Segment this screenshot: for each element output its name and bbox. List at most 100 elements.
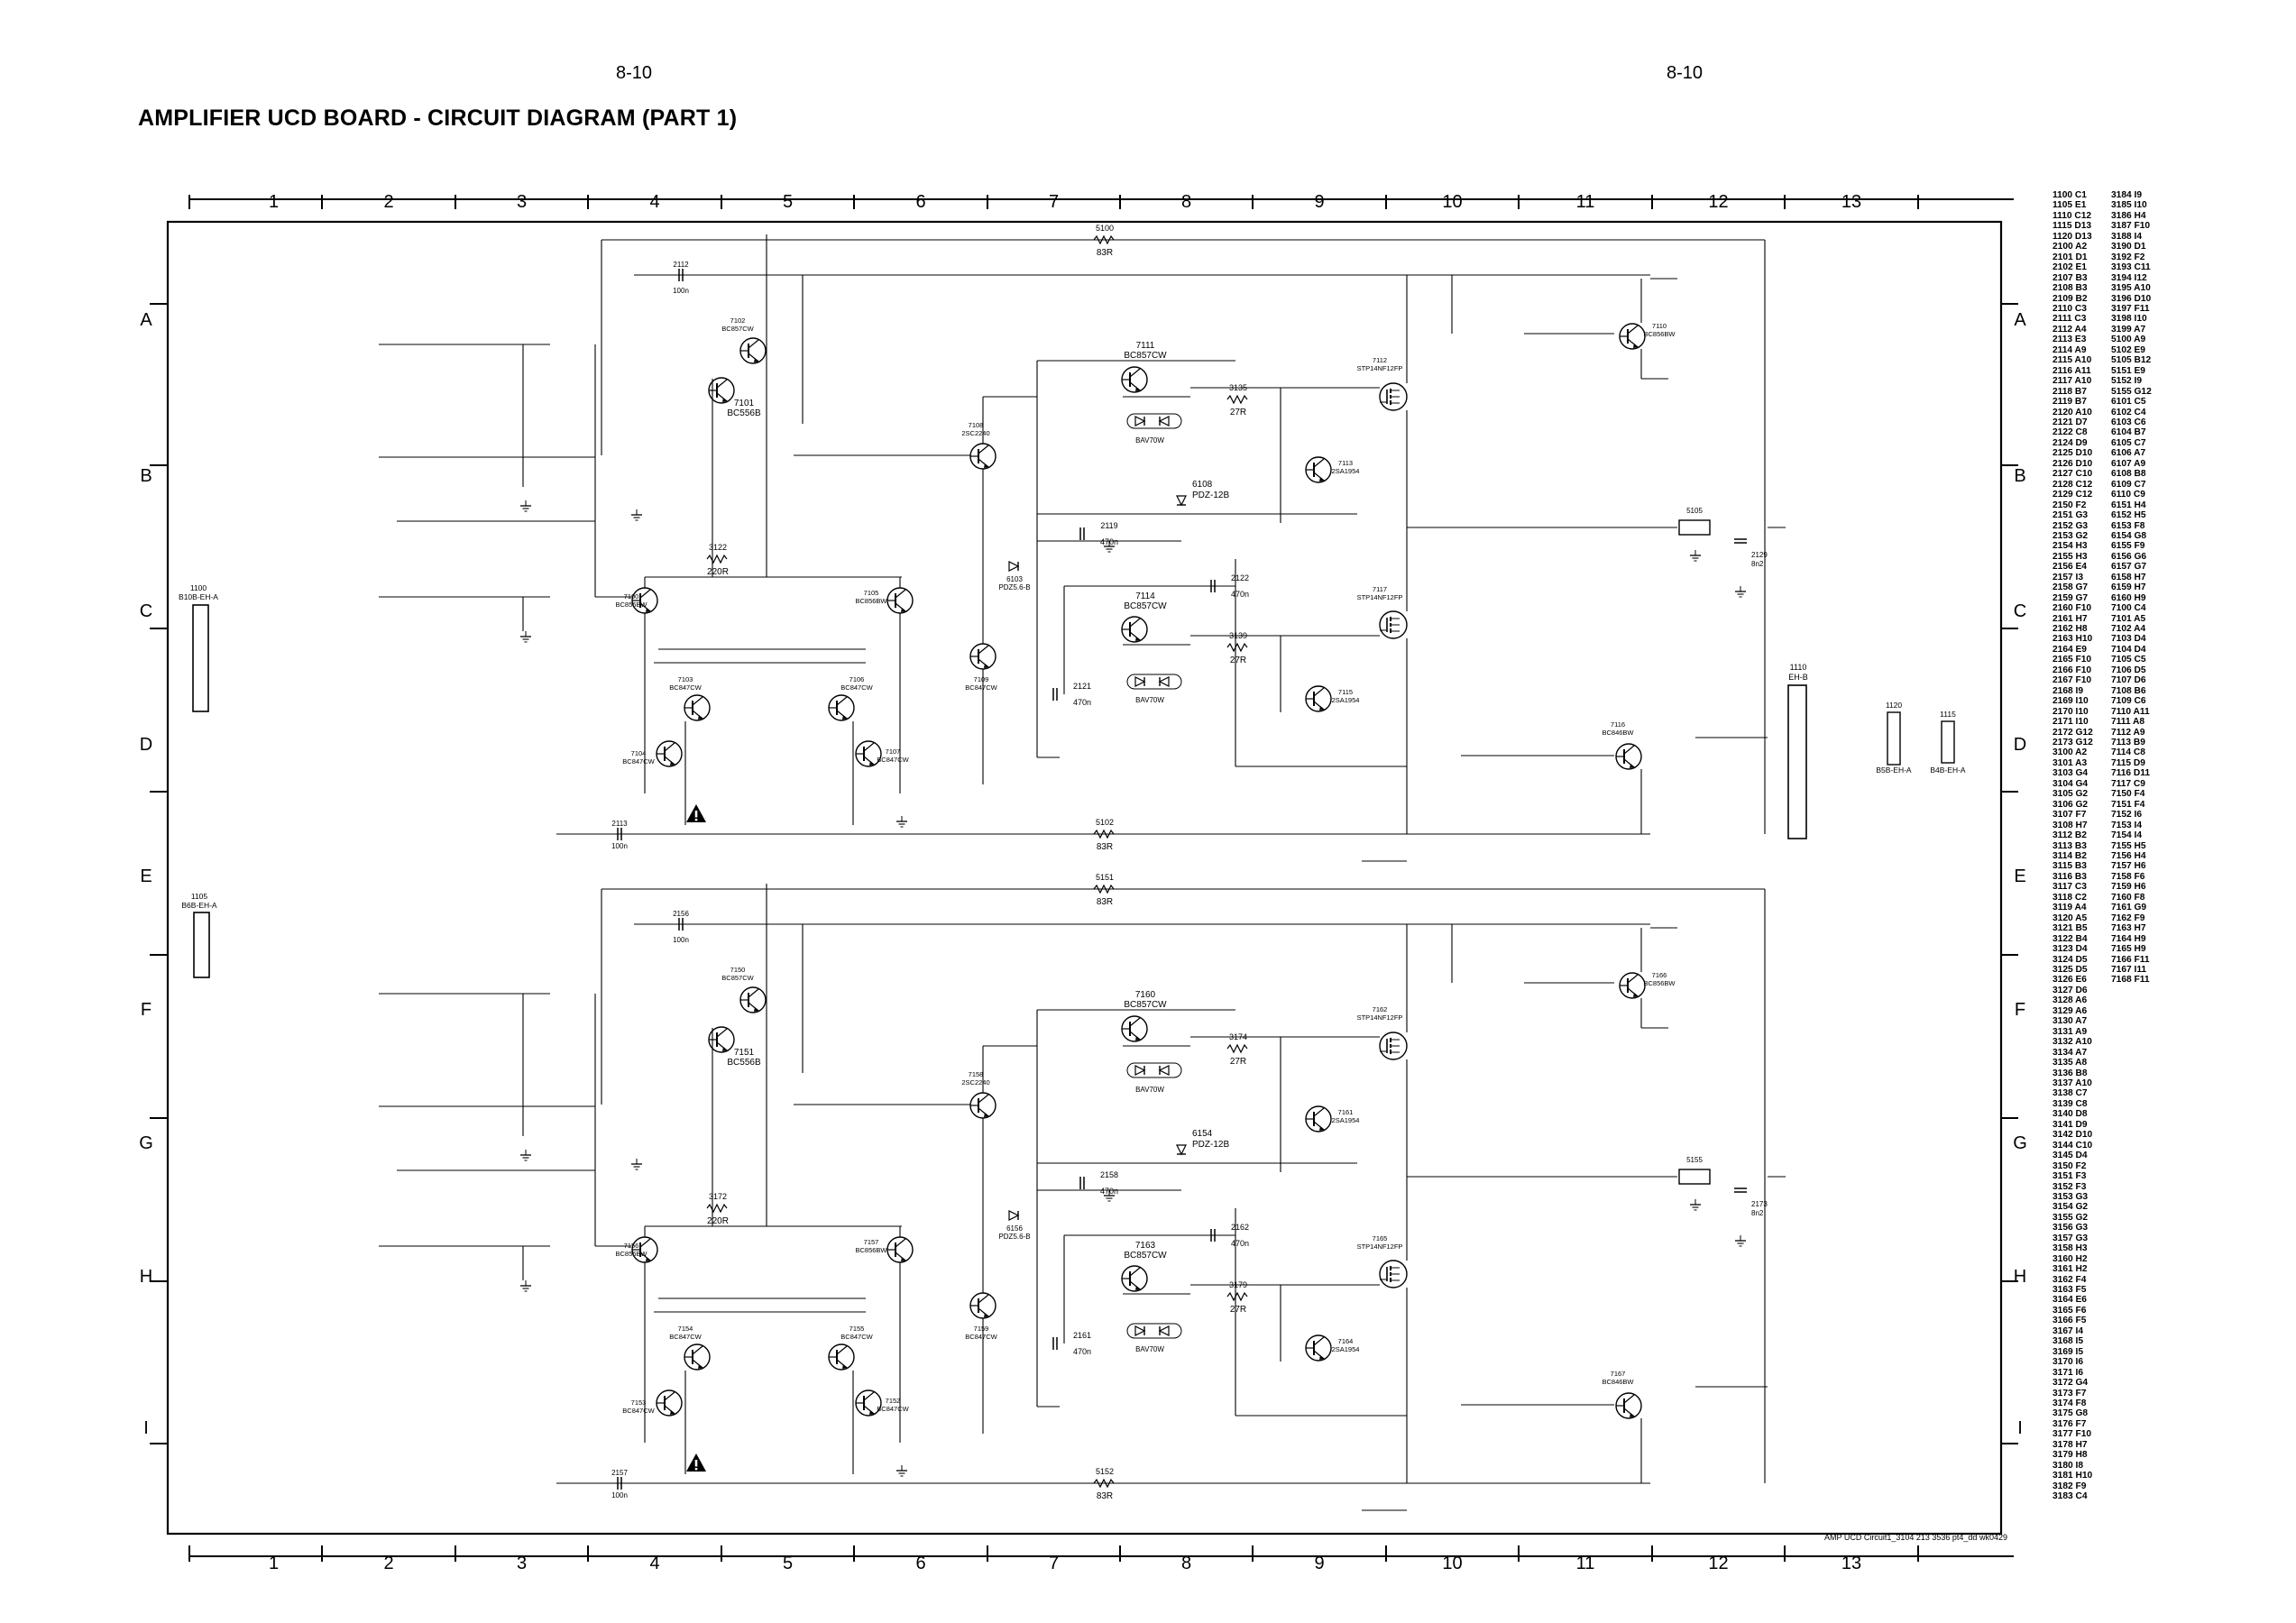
transistor-type-7158: 2SC2240 — [961, 1078, 989, 1087]
grid-column-label-8: 8 — [1181, 192, 1191, 212]
transistor-id-7108: 7108 — [969, 421, 984, 429]
resistor-id-5102: 5102 — [1096, 818, 1114, 827]
transistor-type-7156: BC856BW — [615, 1250, 647, 1258]
grid-column-label-7: 7 — [1049, 192, 1059, 212]
resistor-id-3172: 3172 — [709, 1192, 727, 1201]
transistor-type-7167: BC846BW — [1602, 1378, 1634, 1386]
page-number-right: 8-10 — [1667, 63, 1704, 83]
coil-id: 5155 — [1686, 1156, 1703, 1164]
transistor-id-7154: 7154 — [678, 1325, 693, 1333]
component-index-column-1: 1100 C1 1105 E1 1110 C12 1115 D13 1120 D… — [2053, 190, 2093, 1502]
transistor-7164 — [1305, 1334, 1332, 1362]
connector-1115-type: B4B-EH-A — [1930, 766, 1966, 775]
transistor-type-7101: BC556B — [727, 408, 761, 418]
dual-diode-type-a: BAV70W — [1135, 1086, 1164, 1094]
component-index-column-2: 3184 I9 3185 I10 3186 H4 3187 F10 3188 I… — [2111, 190, 2152, 986]
transistor-type-7108: 2SC2240 — [961, 429, 989, 437]
grid-column-label-bottom-5: 5 — [783, 1554, 793, 1573]
transistor-type-7117: STP14NF12FP — [1357, 593, 1403, 601]
capacitor-value-2121: 470n — [1073, 698, 1091, 707]
resistor-id-3122: 3122 — [709, 543, 727, 552]
transistor-type-7110: BC856BW — [1643, 330, 1676, 338]
connector-1110-id: 1110 — [1790, 663, 1807, 672]
transistor-id-7166: 7166 — [1652, 971, 1667, 979]
transistor-7102 — [739, 337, 767, 364]
grid-column-label-11: 11 — [1576, 192, 1595, 212]
connector-1100-id: 1100 — [190, 583, 207, 592]
cap-top-val: 100n — [673, 287, 689, 295]
grid-row-label-right-H: H — [2014, 1267, 2026, 1287]
grid-column-label-bottom-7: 7 — [1049, 1554, 1059, 1573]
grid-row-label-F: F — [141, 1000, 152, 1020]
transistor-id-7164: 7164 — [1338, 1337, 1354, 1345]
transistor-id-7153: 7153 — [631, 1398, 647, 1407]
transistor-type-7163: BC857CW — [1124, 1251, 1167, 1261]
transistor-id-7157: 7157 — [864, 1238, 879, 1246]
grid-column-label-bottom-4: 4 — [649, 1554, 659, 1573]
grid-row-label-right-D: D — [2014, 735, 2026, 755]
transistor-type-7151: BC556B — [727, 1058, 761, 1068]
dual-diode-type-b: BAV70W — [1135, 1345, 1164, 1353]
transistor-type-7116: BC846BW — [1602, 729, 1634, 737]
transistor-7162 — [1379, 1032, 1408, 1060]
capacitor-id-2161: 2161 — [1073, 1331, 1091, 1340]
resistor-value-5100: 83R — [1097, 248, 1113, 258]
capacitor-id-2162: 2162 — [1231, 1223, 1249, 1232]
cap-bottom-val: 100n — [611, 1491, 628, 1499]
transistor-type-7164: 2SA1954 — [1332, 1345, 1360, 1353]
transistor-type-7103: BC847CW — [669, 683, 702, 692]
resistor-id-5152: 5152 — [1096, 1467, 1114, 1476]
transistor-7153 — [656, 1389, 683, 1417]
dual-diode-type-a: BAV70W — [1135, 436, 1164, 445]
grid-row-label-right-I: I — [2017, 1418, 2023, 1438]
grid-column-label-bottom-13: 13 — [1841, 1554, 1861, 1573]
resistor-id-5151: 5151 — [1096, 873, 1114, 882]
transistor-type-7113: 2SA1954 — [1332, 467, 1360, 475]
transistor-7165 — [1379, 1260, 1408, 1288]
grid-row-label-A: A — [140, 310, 152, 330]
transistor-type-7160: BC857CW — [1124, 1000, 1167, 1010]
grid-column-label-bottom-2: 2 — [383, 1554, 393, 1573]
transistor-type-7111: BC857CW — [1124, 351, 1167, 361]
zener-small-type: PDZ5.6-B — [998, 583, 1030, 591]
grid-frame — [166, 198, 2014, 1557]
resistor-value-3172: 220R — [707, 1216, 729, 1226]
transistor-7113 — [1305, 456, 1332, 483]
transistor-type-7114: BC857CW — [1124, 601, 1167, 611]
zener-id: 6154 — [1192, 1129, 1213, 1139]
zener-type: PDZ-12B — [1192, 1140, 1229, 1150]
resistor-value-3179: 27R — [1230, 1305, 1246, 1315]
resistor-value-3135: 27R — [1230, 408, 1246, 417]
transistor-7103 — [684, 694, 711, 721]
transistor-7157 — [886, 1236, 914, 1263]
transistor-7108 — [969, 443, 996, 470]
resistor-id-5100: 5100 — [1096, 224, 1114, 233]
connector-1105-type: B6B-EH-A — [181, 901, 217, 910]
grid-column-label-bottom-12: 12 — [1708, 1554, 1728, 1573]
transistor-7114 — [1121, 616, 1148, 643]
grid-row-label-H: H — [140, 1267, 152, 1287]
transistor-7150 — [739, 986, 767, 1013]
transistor-id-7161: 7161 — [1338, 1108, 1354, 1116]
grid-column-label-13: 13 — [1841, 192, 1861, 212]
transistor-7160 — [1121, 1015, 1148, 1042]
transistor-type-7165: STP14NF12FP — [1357, 1242, 1403, 1251]
transistor-type-7100: BC856BW — [615, 601, 647, 609]
capacitor-value-2161: 470n — [1073, 1347, 1091, 1356]
transistor-7163 — [1121, 1265, 1148, 1292]
connector-1120-id: 1120 — [1886, 701, 1903, 710]
cap-top-id: 2156 — [673, 910, 689, 918]
resistor-id-3139: 3139 — [1229, 631, 1247, 640]
transistor-7167 — [1615, 1392, 1642, 1419]
cap-bottom-id: 2113 — [611, 820, 628, 828]
coil-cap-val: 8n2 — [1751, 560, 1764, 568]
transistor-7110 — [1619, 323, 1646, 350]
transistor-type-7161: 2SA1954 — [1332, 1116, 1360, 1124]
transistor-id-7112: 7112 — [1373, 356, 1387, 364]
transistor-7115 — [1305, 685, 1332, 712]
transistor-type-7153: BC847CW — [622, 1407, 655, 1415]
grid-column-label-1: 1 — [269, 192, 279, 212]
transistor-id-7117: 7117 — [1373, 585, 1387, 593]
capacitor-value-2122: 470n — [1231, 590, 1249, 599]
